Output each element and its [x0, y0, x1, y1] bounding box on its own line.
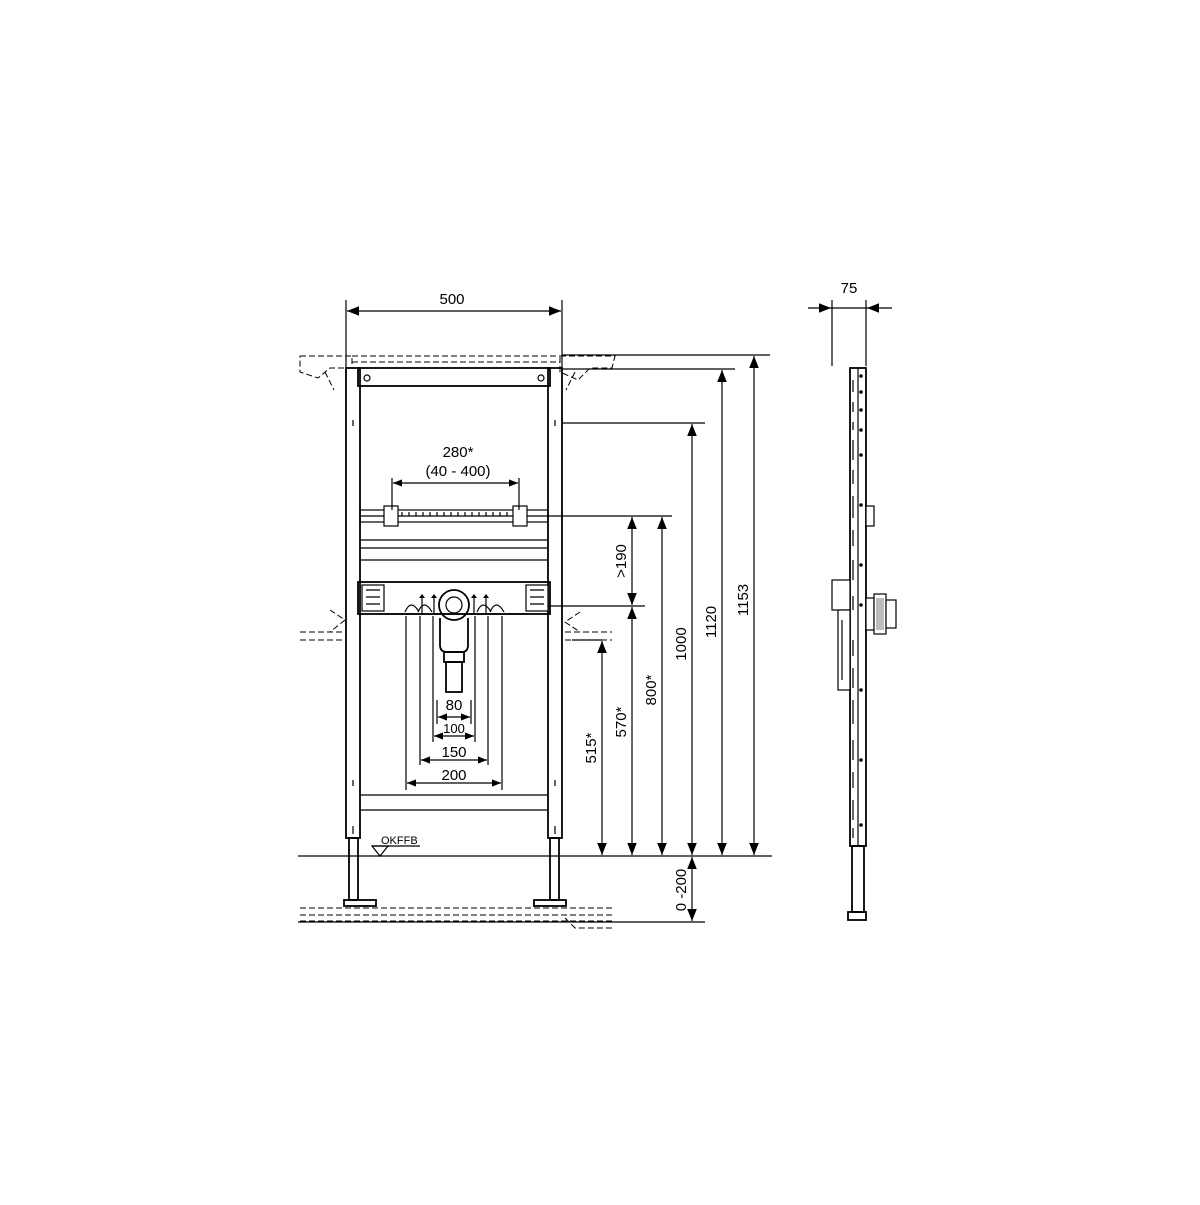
- frame-width-label: 500: [439, 291, 464, 308]
- drain-80-label: 80: [446, 697, 463, 714]
- dim-vertical: >190 515* 570* 800* 1000 1120 1153 0 -20…: [548, 354, 770, 921]
- tap-spacing-label: 280*: [443, 444, 474, 461]
- floor-hatch: [300, 907, 612, 929]
- height-570-label: 570*: [613, 706, 630, 737]
- height-1153-label: 1153: [735, 584, 752, 616]
- rail-gap-label: >190: [613, 544, 630, 578]
- depth-label: 75: [841, 280, 858, 297]
- top-wall-hatch: [299, 355, 616, 391]
- floor-level-label: OKFFB: [381, 835, 418, 847]
- height-1120-label: 1120: [703, 606, 720, 638]
- dim-depth: 75: [808, 280, 892, 366]
- height-1000-label: 1000: [673, 627, 690, 660]
- tap-range-label: (40 - 400): [425, 463, 490, 480]
- drain-100-label: 100: [443, 721, 465, 736]
- dim-tap-spacing: 280* (40 - 400): [391, 444, 520, 510]
- height-515-label: 515*: [583, 732, 600, 763]
- frame-side-view: [831, 367, 897, 921]
- dim-drain: 80 100 150 200: [405, 616, 503, 790]
- foot-adjust-label: 0 -200: [673, 869, 690, 912]
- drain-200-label: 200: [441, 767, 466, 784]
- floor-level-marker: OKFFB: [370, 835, 420, 857]
- drain-150-label: 150: [441, 744, 466, 761]
- dim-frame-width: 500: [345, 291, 563, 368]
- height-800-label: 800*: [643, 674, 660, 705]
